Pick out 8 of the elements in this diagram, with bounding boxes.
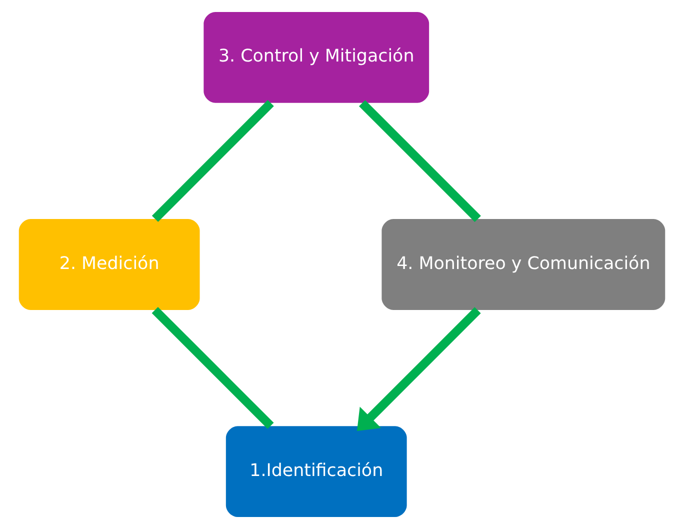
node-box: 2. Medición	[18, 219, 200, 310]
node-box: 4. Monitoreo y Comunicación	[382, 219, 666, 310]
connector	[152, 307, 274, 429]
arrow	[356, 307, 481, 431]
node-box: 3. Control y Mitigación	[204, 12, 430, 103]
connector	[358, 100, 481, 222]
node-box: 1.Identificación	[226, 426, 407, 518]
connector	[152, 100, 274, 222]
